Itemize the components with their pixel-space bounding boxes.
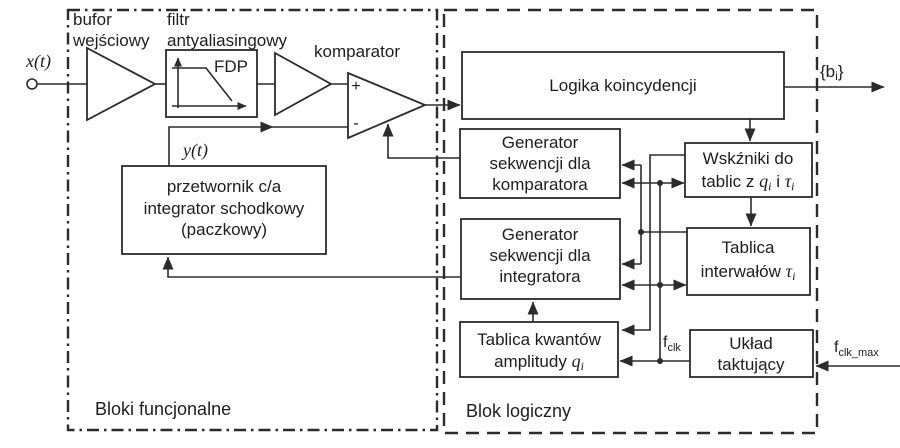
- intervals-line2: interwałów τi: [701, 261, 796, 283]
- junction-dot: [657, 180, 663, 186]
- intervals-table-box: [686, 227, 811, 296]
- bitstream-output-label: {bi}: [820, 62, 844, 83]
- int-gen-line1: Generator: [502, 225, 579, 244]
- dac-output-wire: [168, 121, 274, 166]
- fclkmax-label: fclk_max: [834, 339, 879, 359]
- input-terminal-circle: [26, 78, 38, 90]
- pointers-line1: Wskźniki do: [703, 149, 794, 168]
- integrator-sequence-generator-box: [460, 218, 621, 300]
- comparator-sequence-generator-box: [459, 128, 621, 199]
- table-pointers-box: [684, 142, 813, 198]
- junction-dot: [638, 229, 644, 235]
- quanta-line2: amplitudy qi: [494, 351, 584, 373]
- dac-integrator-line3: (paczkowy): [181, 220, 267, 239]
- quanta-line1: Tablica kwantów: [477, 330, 602, 349]
- comp-gen-line3: komparatora: [492, 175, 588, 194]
- comp-gen-line2: sekwencji dla: [489, 154, 591, 173]
- coincidence-logic-label: Logika koincydencji: [549, 76, 696, 95]
- buffer-label-line2: wejściowy: [72, 31, 150, 50]
- comparator-minus-sign: -: [353, 115, 358, 132]
- buffer-label-line1: bufor: [73, 10, 112, 29]
- logic-region-label: Blok logiczny: [466, 401, 571, 421]
- functional-region-label: Bloki funcjonalne: [95, 399, 231, 419]
- dac-integrator-line2: integrator schodkowy: [144, 199, 305, 218]
- junction-dot: [657, 282, 663, 288]
- filter-response-curve: [172, 67, 233, 102]
- pointers-to-quanta-wire: [621, 154, 685, 336]
- dac-integrator-box: [121, 165, 327, 255]
- comparator-control-wire: [382, 123, 460, 159]
- gain-amplifier-triangle: [274, 51, 333, 117]
- comparator-plus-sign: +: [351, 78, 360, 95]
- clock-unit-line1: Układ: [729, 334, 772, 353]
- filter-label-line1: filtr: [167, 10, 190, 29]
- clock-unit-box: [689, 329, 814, 378]
- integrator-feedback-wire: [162, 256, 460, 278]
- intervals-line1: Tablica: [722, 238, 775, 257]
- filter-label-line2: antyaliasingowy: [167, 31, 288, 50]
- clock-unit-line2: taktujący: [717, 355, 785, 374]
- comp-gen-line1: Generator: [502, 133, 579, 152]
- fclk-label: fclk: [663, 334, 681, 354]
- comparator-triangle: [347, 71, 428, 140]
- dac-integrator-line1: przetwornik c/a: [167, 177, 282, 196]
- int-gen-line2: sekwencji dla: [489, 246, 591, 265]
- int-gen-line3: integratora: [499, 267, 581, 286]
- feedback-signal-label: y(t): [181, 140, 208, 161]
- amplitude-quanta-table-box: [459, 321, 619, 378]
- comparator-label: komparator: [314, 42, 400, 61]
- fdp-label: FDP: [214, 57, 248, 76]
- coincidence-logic-box: [461, 51, 785, 120]
- buffer-amplifier-triangle: [86, 46, 157, 122]
- input-signal-label: x(t): [25, 51, 51, 72]
- functional-blocks-region-border: [66, 8, 439, 432]
- pointers-line2: tablic z qi i τi: [701, 171, 794, 193]
